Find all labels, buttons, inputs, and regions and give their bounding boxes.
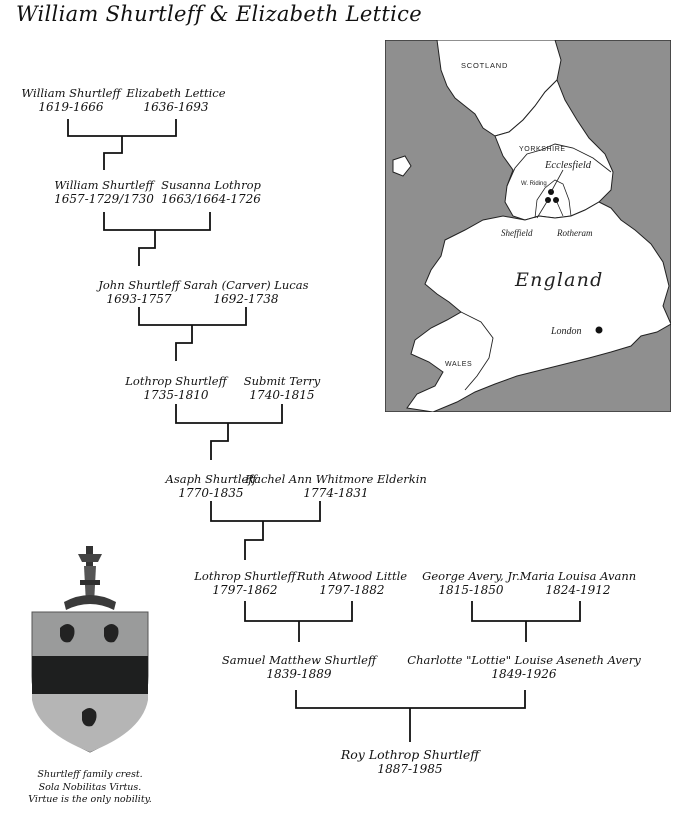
person-dates: 1815-1850 bbox=[438, 583, 504, 597]
person-name: Maria Louisa Avann bbox=[519, 569, 637, 583]
person-dates: 1774-1831 bbox=[303, 486, 369, 500]
couple-bracket bbox=[244, 601, 353, 622]
person-asaph-shurtleff: Asaph Shurtleff 1770-1835 bbox=[166, 472, 257, 500]
couple-bracket bbox=[210, 501, 321, 522]
person-dates: 1619-1666 bbox=[38, 100, 104, 114]
person-name: Samuel Matthew Shurtleff bbox=[221, 653, 377, 667]
descent-line bbox=[138, 230, 156, 266]
person-dates: 1824-1912 bbox=[545, 583, 611, 597]
label-w-riding: W. Riding bbox=[521, 181, 547, 187]
person-roy-lothrop-shurtleff: Roy Lothrop Shurtleff 1887-1985 bbox=[341, 747, 479, 777]
person-dates: 1636-1693 bbox=[143, 100, 209, 114]
person-lothrop-shurtleff-1735: Lothrop Shurtleff 1735-1810 bbox=[125, 374, 226, 402]
person-samuel-matthew-shurtleff: Samuel Matthew Shurtleff 1839-1889 bbox=[222, 653, 376, 681]
sheffield-leader bbox=[536, 199, 549, 219]
person-name: George Avery, Jr. bbox=[422, 569, 520, 583]
descent-line bbox=[175, 325, 193, 361]
person-name: William Shurtleff bbox=[21, 86, 121, 100]
person-submit-terry: Submit Terry 1740-1815 bbox=[244, 374, 321, 402]
shield-band bbox=[32, 656, 148, 694]
ecclesfield-leader bbox=[550, 169, 564, 193]
couple-bracket bbox=[471, 601, 581, 622]
rotheram-leader bbox=[555, 199, 564, 217]
person-dates: 1692-1738 bbox=[213, 292, 279, 306]
yorkshire-border bbox=[506, 143, 612, 187]
person-john-shurtleff: John Shurtleff 1693-1757 bbox=[98, 278, 179, 306]
person-name: Asaph Shurtleff bbox=[165, 472, 257, 486]
couple-bracket bbox=[67, 119, 177, 137]
person-rachel-ann-whitmore-elderkin: Rachel Ann Whitmore Elderkin 1774-1831 bbox=[245, 472, 427, 500]
person-name: Charlotte "Lottie" Louise Aseneth Avery bbox=[407, 653, 641, 667]
person-name: John Shurtleff bbox=[98, 278, 180, 292]
label-england: England bbox=[514, 269, 603, 291]
person-name: Ruth Atwood Little bbox=[296, 569, 408, 583]
person-name: Submit Terry bbox=[243, 374, 321, 388]
label-scotland: SCOTLAND bbox=[461, 61, 508, 70]
couple-bracket bbox=[103, 212, 211, 231]
crest-motto-translation: Virtue is the only nobility. bbox=[28, 794, 152, 805]
crest-caption-line: Shurtleff family crest. bbox=[37, 769, 143, 780]
person-name: Rachel Ann Whitmore Elderkin bbox=[245, 472, 427, 486]
crest-top bbox=[64, 546, 116, 610]
person-dates: 1663/1664-1726 bbox=[161, 192, 261, 206]
descent-line bbox=[103, 136, 123, 170]
northern-england-landmass bbox=[494, 79, 614, 221]
person-dates: 1770-1835 bbox=[178, 486, 244, 500]
person-dates: 1657-1729/1730 bbox=[54, 192, 154, 206]
person-sarah-carver-lucas: Sarah (Carver) Lucas 1692-1738 bbox=[184, 278, 309, 306]
wales-border bbox=[460, 311, 494, 391]
descent-line bbox=[210, 423, 229, 460]
person-dates: 1740-1815 bbox=[249, 388, 315, 402]
person-name: Sarah (Carver) Lucas bbox=[183, 278, 309, 292]
label-london: London bbox=[550, 326, 582, 337]
person-william-shurtleff-1657: William Shurtleff 1657-1729/1730 bbox=[54, 178, 154, 206]
person-george-avery-jr: George Avery, Jr. 1815-1850 bbox=[422, 569, 520, 597]
crest-motto: Sola Nobilitas Virtus. bbox=[38, 781, 142, 793]
crest-caption: Shurtleff family crest. Sola Nobilitas V… bbox=[20, 769, 160, 807]
person-elizabeth-lettice: Elizabeth Lettice 1636-1693 bbox=[126, 86, 225, 114]
person-dates: 1797-1882 bbox=[319, 583, 385, 597]
label-rotheram: Rotheram bbox=[556, 228, 593, 238]
person-name: William Shurtleff bbox=[54, 178, 154, 192]
person-ruth-atwood-little: Ruth Atwood Little 1797-1882 bbox=[297, 569, 407, 597]
w-riding-border bbox=[534, 179, 572, 219]
label-yorkshire: YORKSHIRE bbox=[519, 146, 566, 153]
london-dot bbox=[595, 326, 603, 334]
person-susanna-lothrop: Susanna Lothrop 1663/1664-1726 bbox=[161, 178, 261, 206]
person-dates: 1735-1810 bbox=[143, 388, 209, 402]
shield-charges bbox=[60, 624, 119, 727]
family-crest-image bbox=[31, 546, 149, 753]
person-lothrop-shurtleff-1797: Lothrop Shurtleff 1797-1862 bbox=[194, 569, 295, 597]
label-wales: WALES bbox=[445, 361, 472, 368]
couple-bracket bbox=[138, 307, 247, 326]
person-maria-louisa-avann: Maria Louisa Avann 1824-1912 bbox=[520, 569, 636, 597]
southern-england-landmass bbox=[406, 201, 671, 412]
person-dates: 1887-1985 bbox=[377, 762, 443, 776]
person-name: Elizabeth Lettice bbox=[126, 86, 226, 100]
person-name: Susanna Lothrop bbox=[161, 178, 261, 192]
person-charlotte-lottie-avery: Charlotte "Lottie" Louise Aseneth Avery … bbox=[407, 653, 640, 681]
person-dates: 1693-1757 bbox=[106, 292, 172, 306]
descent-line bbox=[244, 521, 264, 560]
couple-bracket bbox=[175, 404, 283, 424]
person-name: Lothrop Shurtleff bbox=[194, 569, 296, 583]
island bbox=[392, 155, 412, 177]
person-dates: 1797-1862 bbox=[212, 583, 278, 597]
person-dates: 1849-1926 bbox=[491, 667, 557, 681]
couple-bracket bbox=[295, 690, 526, 709]
person-dates: 1839-1889 bbox=[266, 667, 332, 681]
person-name: Lothrop Shurtleff bbox=[125, 374, 227, 388]
label-ecclesfield: Ecclesfield bbox=[544, 160, 592, 171]
page-title: William Shurtleff & Elizabeth Lettice bbox=[16, 2, 422, 26]
label-sheffield: Sheffield bbox=[501, 228, 533, 238]
person-name: Roy Lothrop Shurtleff bbox=[340, 747, 480, 762]
person-william-shurtleff-1619: William Shurtleff 1619-1666 bbox=[21, 86, 120, 114]
england-map: SCOTLAND YORKSHIRE Ecclesfield W. Riding… bbox=[385, 40, 671, 412]
